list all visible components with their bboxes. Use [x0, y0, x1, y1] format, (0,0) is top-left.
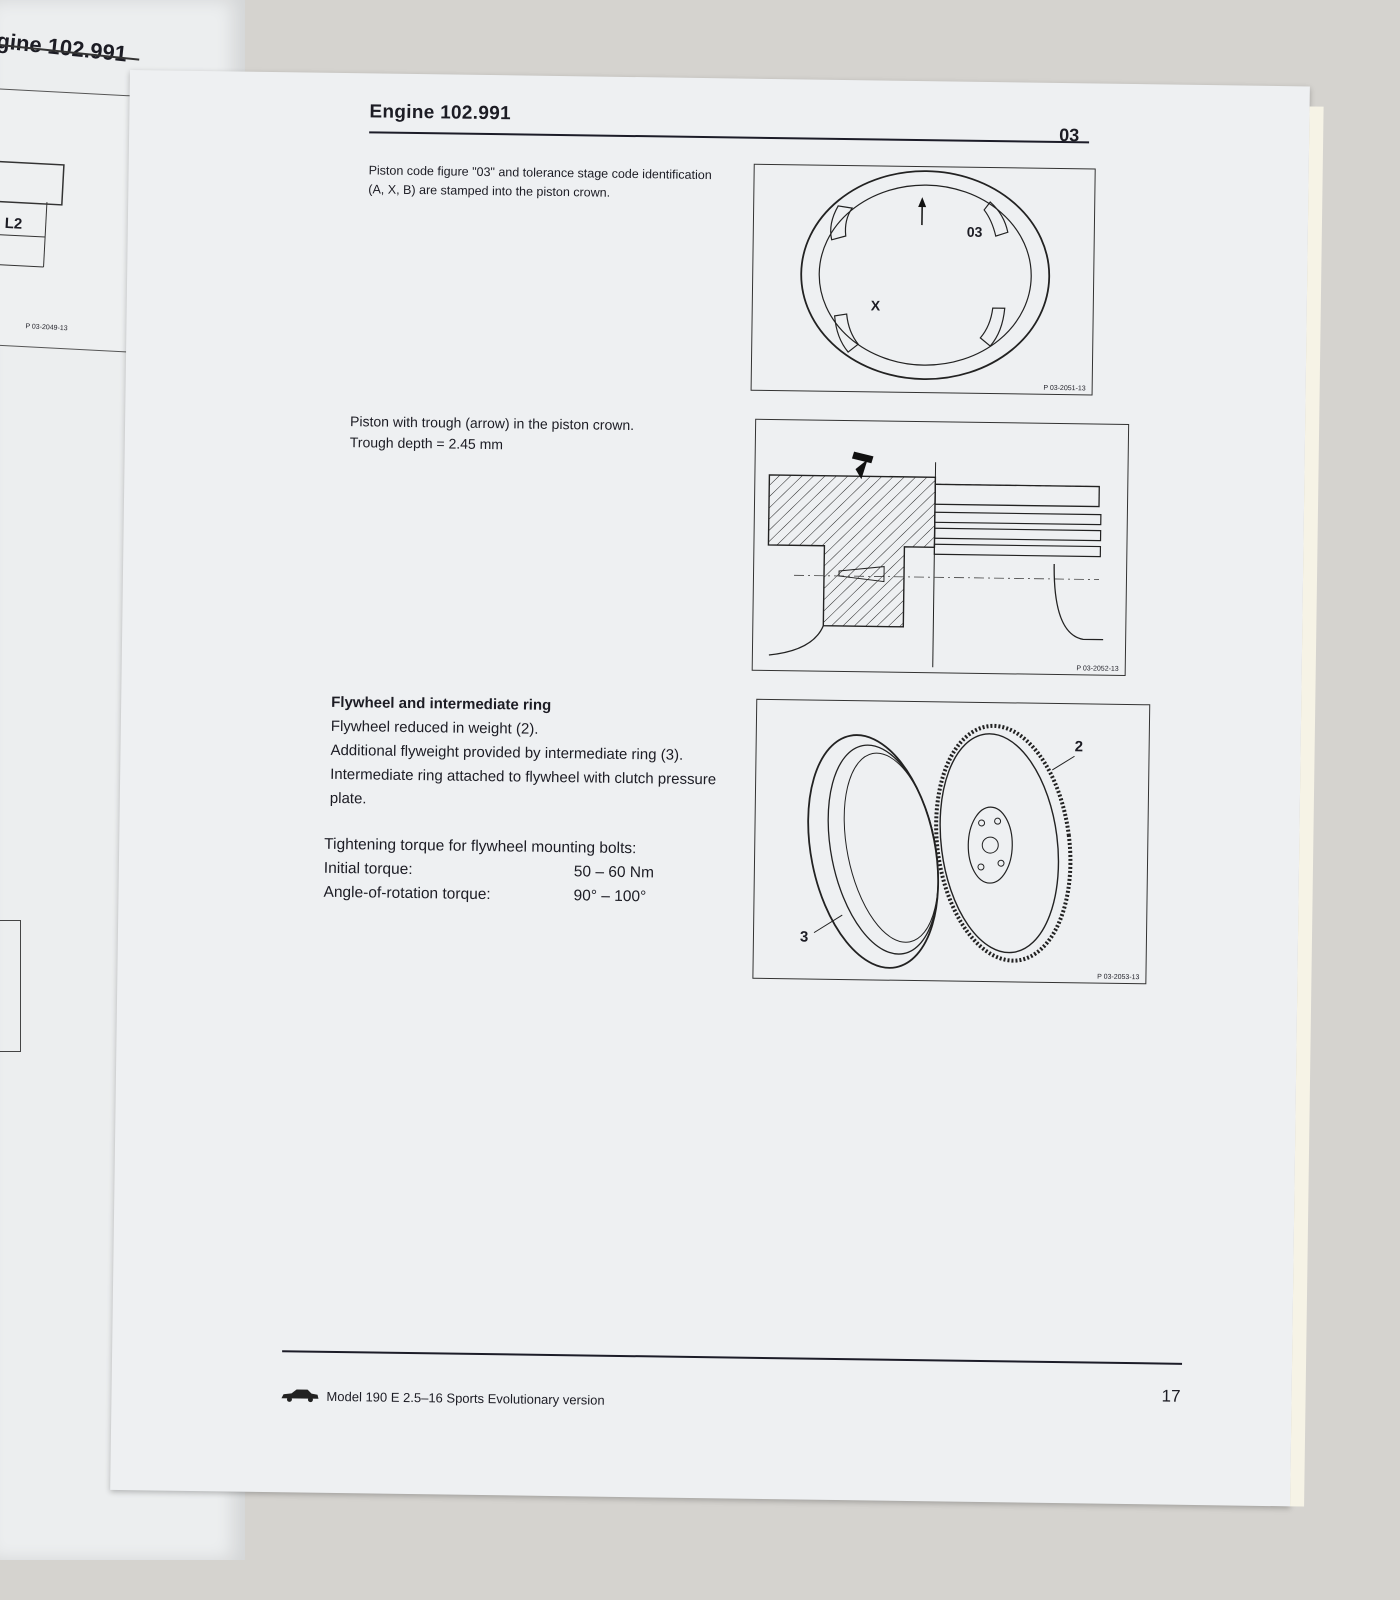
figure2-code: P 03-2052-13	[1076, 665, 1119, 673]
piston-crown-drawing	[800, 170, 1051, 381]
crown-label-x: X	[870, 297, 881, 314]
flywheel-text: Flywheel and intermediate ring Flywheel …	[330, 691, 732, 817]
left-figure-label: L2	[4, 214, 23, 233]
trough-depth-line: Trough depth = 2.45 mm	[349, 434, 504, 453]
piston-code-text: Piston code figure "03" and tolerance st…	[368, 163, 712, 200]
footer-rule	[282, 1350, 1183, 1365]
page-number: 17	[1161, 1386, 1181, 1406]
torque-row-value: 50 – 60 Nm	[573, 863, 655, 882]
torque-spec: Tightening torque for flywheel mounting …	[323, 833, 744, 911]
manual-page: Engine 102.991 03 Piston code figure "03…	[110, 70, 1324, 1507]
torque-row-value: 90° – 100°	[573, 887, 647, 906]
left-page-box	[0, 920, 21, 1052]
page-title: Engine 102.991	[369, 101, 512, 125]
piston-section-figure: P 03-2052-13	[751, 418, 1130, 676]
footer-model-text: Model 190 E 2.5–16 Sports Evolutionary v…	[326, 1388, 605, 1408]
page-edge	[1290, 106, 1324, 1507]
flywheel-line2: Additional flyweight provided by interme…	[329, 741, 717, 808]
flywheel-drawing	[807, 723, 1075, 969]
car-icon	[281, 1389, 319, 1403]
figure1-code: P 03-2051-13	[1043, 384, 1086, 393]
piston-section-drawing	[767, 451, 1104, 668]
piston-trough-text: Piston with trough (arrow) in the piston…	[350, 411, 711, 458]
piston-crown-figure: 03 X P 03-2051-13	[750, 163, 1096, 396]
callout-intermediate-ring: 3	[799, 928, 809, 946]
torque-row: Angle-of-rotation torque: 90° – 100°	[323, 881, 743, 911]
torque-row-label: Initial torque:	[323, 859, 413, 879]
flywheel-figure: 2 3 P 03-2053-13	[752, 698, 1151, 985]
left-page-figure: L2 P 03-2049-13	[0, 88, 144, 353]
torque-row-label: Angle-of-rotation torque:	[323, 883, 491, 904]
callout-flywheel: 2	[1074, 738, 1084, 756]
left-figure-drawing	[0, 160, 65, 268]
crown-label-03: 03	[966, 223, 983, 240]
header-rule	[369, 131, 1090, 144]
figure3-code: P 03-2053-13	[1097, 973, 1140, 982]
